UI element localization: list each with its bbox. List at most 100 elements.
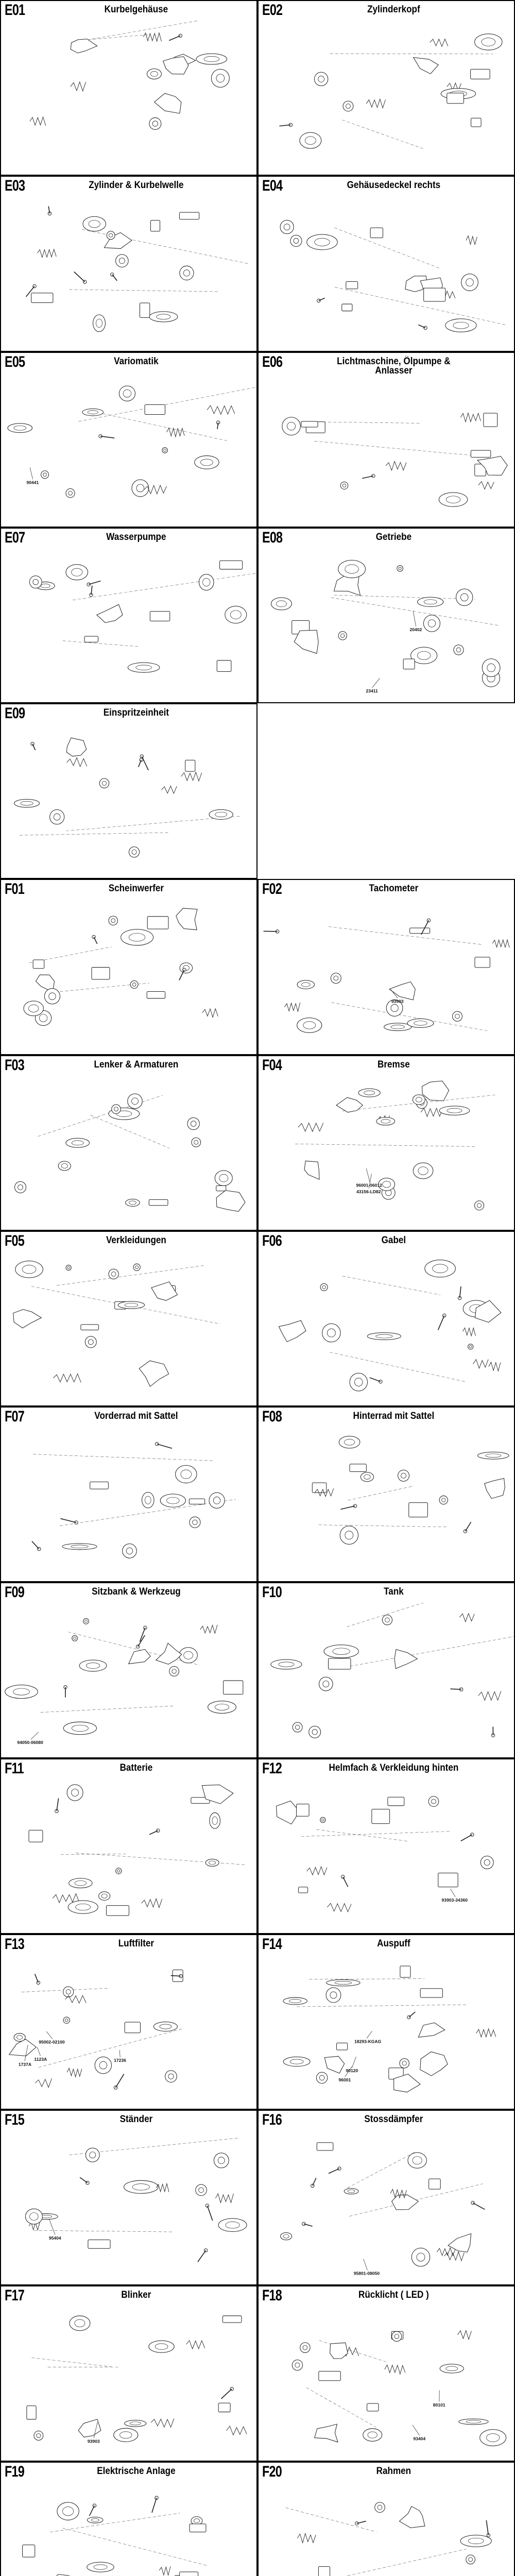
section-header: F15 Ständer [1, 2111, 256, 2130]
catalog-cell-f19[interactable]: F19 Elektrische Anlage [0, 2461, 258, 2576]
catalog-cell-f17[interactable]: F17 Blinker 93903 [0, 2285, 258, 2462]
part-number-label: 93903 [391, 999, 404, 1004]
section-title-text: Luftfilter [118, 1938, 154, 1949]
part-number-label: 17236 [114, 2058, 126, 2063]
catalog-cell-f03[interactable]: F03 Lenker & Armaturen [0, 1055, 258, 1231]
catalog-cell-f08[interactable]: F08 Hinterrad mit Sattel [258, 1406, 515, 1583]
section-header: E05 Variomatik [1, 353, 256, 372]
section-title-text: Elektrische Anlage [97, 2465, 176, 2477]
section-code: F02 [262, 880, 282, 898]
section-title-text: Tachometer [369, 883, 419, 894]
exploded-diagram: 90441 [7, 385, 256, 498]
section-title: Elektrische Anlage [14, 2463, 244, 2477]
exploded-diagram: 95404 [25, 2138, 247, 2263]
section-code: F06 [262, 1232, 282, 1249]
section-title: Hinterrad mit Sattel [271, 1408, 501, 1421]
section-header: F11 Batterie [1, 1759, 256, 1779]
exploded-diagram [23, 908, 218, 1026]
catalog-cell-e02[interactable]: E02 Zylinderkopf [258, 0, 515, 176]
section-title-text: Batterie [119, 1762, 153, 1773]
catalog-cell-f11[interactable]: F11 Batterie [0, 1758, 258, 1934]
section-title: Bremse [271, 1056, 501, 1070]
catalog-cell-f02[interactable]: F02 Tachometer 93903 [258, 879, 515, 1055]
section-header: F09 Sitzbank & Werkzeug [1, 1583, 256, 1603]
section-code: E01 [5, 2, 25, 19]
catalog-cell-f10[interactable]: F10 Tank [258, 1582, 515, 1758]
section-code: E07 [5, 529, 25, 546]
section-title-text: Zylinder & Kurbelwelle [89, 180, 184, 191]
section-header: F03 Lenker & Armaturen [1, 1056, 256, 1076]
section-header: E09 Einspritzeinheit [1, 704, 256, 724]
section-title: Kurbelgehäuse [14, 1, 244, 15]
exploded-diagram [22, 2496, 208, 2576]
section-header: F08 Hinterrad mit Sattel [259, 1408, 514, 1427]
catalog-cell-f09[interactable]: F09 Sitzbank & Werkzeug 94050-06080 [0, 1582, 258, 1758]
exploded-diagram [282, 412, 508, 507]
catalog-cell-f01[interactable]: F01 Scheinwerfer [0, 879, 258, 1055]
section-title-text: Gabel [381, 1234, 406, 1246]
exploded-diagram: 95801-08050 [280, 2142, 485, 2276]
catalog-cell-e09[interactable]: E09 Einspritzeinheit [0, 703, 258, 879]
section-title-text: Ständer [119, 2114, 153, 2125]
section-title: Lenker & Armaturen [14, 1056, 244, 1070]
section-title: Rücklicht ( LED ) [271, 2286, 501, 2300]
section-code: F08 [262, 1408, 282, 1426]
section-title-text: Lichtmaschine, Ölpumpe & Anlasser [337, 355, 451, 377]
section-title: Stossdämpfer [271, 2111, 501, 2125]
catalog-cell-f06[interactable]: F06 Gabel [258, 1230, 515, 1407]
section-header: F16 Stossdämpfer [259, 2111, 514, 2130]
section-header: E04 Gehäusedeckel rechts [259, 177, 514, 196]
section-title: Getriebe [271, 529, 501, 543]
section-code: F07 [5, 1408, 25, 1426]
exploded-diagram [14, 737, 242, 858]
section-code: F05 [5, 1232, 25, 1249]
section-title-text: Hinterrad mit Sattel [353, 1411, 435, 1422]
exploded-diagram [279, 33, 503, 149]
catalog-cell-f12[interactable]: F12 Helmfach & Verkleidung hinten 93903-… [258, 1758, 515, 1934]
part-number-label: 93903 [88, 2439, 100, 2444]
catalog-cell-f15[interactable]: F15 Ständer 95404 [0, 2110, 258, 2286]
part-number-label: 80101 [433, 2402, 445, 2408]
catalog-cell-e06[interactable]: E06 Lichtmaschine, Ölpumpe & Anlasser [258, 351, 515, 528]
catalog-cell-f20[interactable]: F20 Rahmen 9405095701-06012 [258, 2461, 515, 2576]
section-header: E03 Zylinder & Kurbelwelle [1, 177, 256, 196]
catalog-cell-e04[interactable]: E04 Gehäusedeckel rechts [258, 176, 515, 352]
section-header: F14 Auspuff [259, 1935, 514, 1955]
catalog-cell-e05[interactable]: E05 Variomatik 90441 [0, 351, 258, 528]
section-title: Verkleidungen [14, 1232, 244, 1246]
exploded-diagram: 93903-34360 [276, 1795, 494, 1912]
section-title-text: Variomatik [114, 355, 159, 367]
section-header: F10 Tank [259, 1583, 514, 1603]
section-code: F20 [262, 2463, 282, 2480]
section-code: E06 [262, 353, 283, 370]
catalog-cell-f05[interactable]: F05 Verkleidungen [0, 1230, 258, 1407]
part-number-label: 96001-06012 [356, 1182, 382, 1188]
part-number-label: 93404 [414, 2436, 426, 2442]
part-number-label: 1123A [34, 2057, 47, 2062]
section-header: F12 Helmfach & Verkleidung hinten [259, 1759, 514, 1779]
part-number-label: 93903-34360 [442, 1897, 468, 1903]
catalog-cell-e01[interactable]: E01 Kurbelgehäuse [0, 0, 258, 176]
section-code: F10 [262, 1584, 282, 1601]
catalog-cell-f16[interactable]: F16 Stossdämpfer 95801-08050 [258, 2110, 515, 2286]
section-code: F09 [5, 1584, 25, 1601]
section-title: Gehäusedeckel rechts [271, 177, 501, 191]
section-title-text: Einspritzeinheit [103, 707, 169, 719]
catalog-cell-e03[interactable]: E03 Zylinder & Kurbelwelle [0, 176, 258, 352]
catalog-cell-e07[interactable]: E07 Wasserpumpe [0, 527, 258, 704]
section-title-text: Wasserpumpe [106, 531, 166, 543]
section-header: F01 Scheinwerfer [1, 880, 256, 900]
catalog-cell-f07[interactable]: F07 Vorderrad mit Sattel [0, 1406, 258, 1583]
section-code: E03 [5, 177, 25, 195]
exploded-diagram: 93903 [26, 2315, 247, 2444]
section-code: E09 [5, 705, 25, 722]
exploded-diagram: 94050-06080 [5, 1618, 244, 1745]
part-number-label: 43156-LD82 [356, 1189, 381, 1194]
section-title: Rahmen [271, 2463, 501, 2477]
